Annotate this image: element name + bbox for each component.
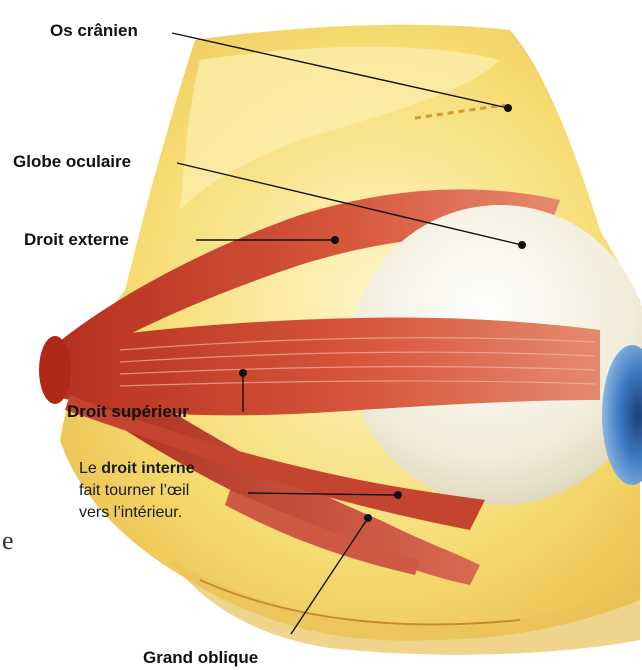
caption-prefix: Le bbox=[79, 460, 101, 477]
caption-line-3: vers l’intérieur. bbox=[79, 502, 195, 524]
caption-line-1: Le droit interne bbox=[79, 458, 195, 480]
stray-letter: e bbox=[2, 526, 14, 556]
droit-interne-caption: Le droit interne fait tourner l’œil vers… bbox=[79, 458, 195, 524]
caption-term: droit interne bbox=[101, 460, 194, 477]
muscle-origin bbox=[39, 336, 71, 404]
label-grand-oblique: Grand oblique bbox=[143, 648, 258, 668]
caption-line-2: fait tourner l’œil bbox=[79, 480, 195, 502]
label-os-cranien: Os crânien bbox=[50, 21, 138, 41]
label-globe-oculaire: Globe oculaire bbox=[13, 152, 131, 172]
label-droit-externe: Droit externe bbox=[24, 230, 129, 250]
label-droit-superieur: Droit supérieur bbox=[67, 402, 189, 422]
